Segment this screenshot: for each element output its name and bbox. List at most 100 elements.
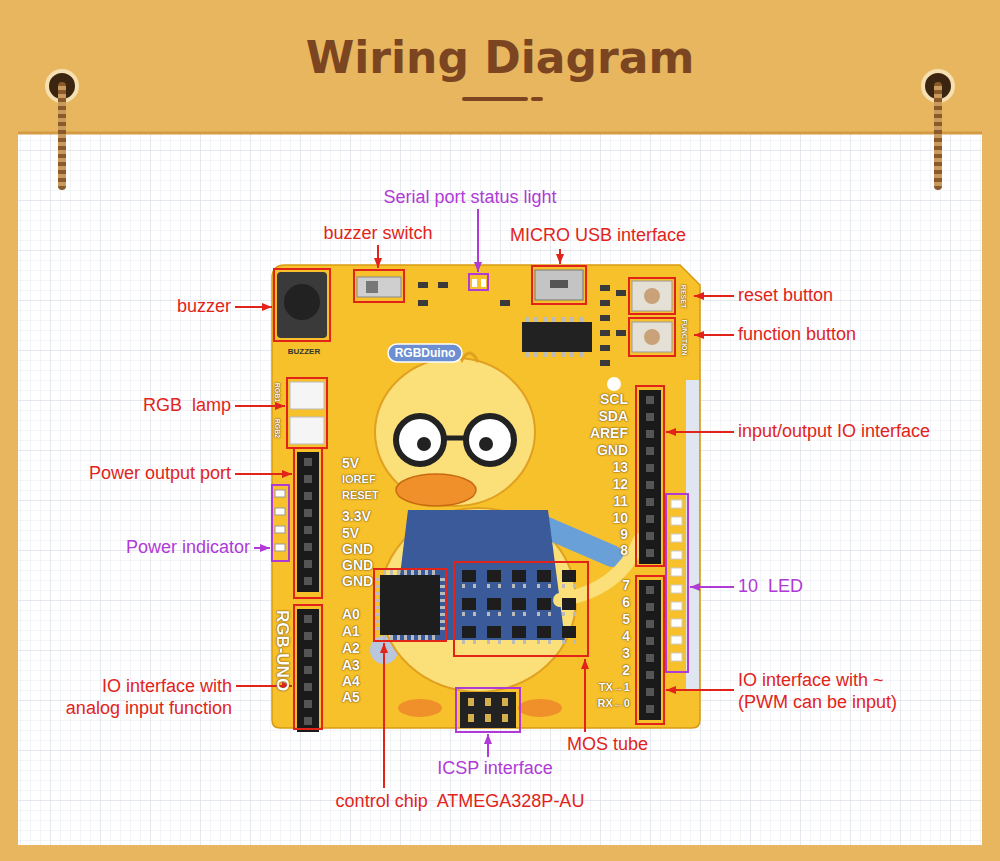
chip-pin bbox=[562, 612, 565, 616]
leader-line bbox=[584, 659, 586, 732]
mos-transistor bbox=[487, 626, 501, 638]
callout-label: Power indicator bbox=[126, 537, 250, 559]
callout-label: input/output IO interface bbox=[738, 421, 930, 443]
smd-part bbox=[600, 360, 610, 366]
callout-label: buzzer bbox=[177, 296, 231, 318]
chip-pin bbox=[440, 578, 445, 581]
chip-pin bbox=[570, 317, 574, 322]
callout-box bbox=[636, 386, 664, 566]
led bbox=[671, 619, 682, 627]
mos-transistor bbox=[462, 598, 476, 610]
led bbox=[671, 500, 682, 508]
pin-hole bbox=[646, 586, 654, 594]
pin-hole bbox=[304, 560, 312, 568]
callout-label: Power output port bbox=[89, 463, 231, 485]
pin-label: A0 bbox=[342, 607, 360, 621]
pin-hole bbox=[646, 671, 654, 679]
pin-hole bbox=[646, 620, 654, 628]
pin-hole bbox=[646, 654, 654, 662]
button-cap bbox=[644, 288, 660, 304]
chip-pin bbox=[473, 640, 476, 644]
chip-pin bbox=[397, 570, 400, 575]
brand-label: RGBDuino bbox=[395, 347, 456, 359]
chip-pin bbox=[512, 612, 515, 616]
chip-pin bbox=[537, 640, 540, 644]
pin-header bbox=[297, 609, 319, 732]
rope bbox=[58, 86, 66, 186]
callout-box bbox=[456, 688, 520, 732]
led bbox=[671, 551, 682, 559]
pin-label: 13 bbox=[612, 460, 628, 474]
silkscreen-label: FUNCTION bbox=[680, 319, 687, 355]
board bbox=[272, 265, 700, 732]
status-led bbox=[472, 279, 477, 287]
pin-label: 5V bbox=[342, 526, 359, 540]
button-body bbox=[632, 281, 672, 311]
chip-pin bbox=[523, 584, 526, 588]
pin-label: 3.3V bbox=[342, 509, 371, 523]
pin-header bbox=[639, 580, 661, 720]
diagram-title: Wiring Diagram bbox=[306, 34, 695, 82]
chip-pin bbox=[404, 635, 407, 640]
rope bbox=[934, 86, 942, 186]
button-cap bbox=[644, 329, 660, 345]
chip-pin bbox=[487, 612, 490, 616]
callout-box bbox=[294, 448, 322, 598]
callout-box bbox=[454, 562, 588, 656]
button-body bbox=[632, 322, 672, 352]
pin-header bbox=[297, 452, 319, 592]
leader-line bbox=[477, 209, 479, 272]
icsp-pin bbox=[468, 714, 474, 722]
chip-pin bbox=[537, 612, 540, 616]
leader-line bbox=[690, 586, 734, 588]
chip-pin bbox=[440, 599, 445, 602]
chip-pin bbox=[561, 317, 565, 322]
callout-box bbox=[469, 274, 488, 290]
chip-pin bbox=[498, 640, 501, 644]
pin-hole bbox=[646, 447, 654, 455]
chip-pin bbox=[440, 620, 445, 623]
chip-pin bbox=[537, 584, 540, 588]
usb-socket bbox=[550, 280, 568, 288]
chip-pin bbox=[473, 584, 476, 588]
pin-hole bbox=[646, 515, 654, 523]
pin-hole bbox=[304, 649, 312, 657]
paper-grid bbox=[18, 133, 982, 845]
mos-transistor bbox=[562, 626, 576, 638]
chip-pin bbox=[579, 317, 583, 322]
mos-transistor bbox=[537, 570, 551, 582]
chip-pin bbox=[411, 570, 414, 575]
mount-hole bbox=[607, 377, 621, 391]
chip-pin bbox=[573, 612, 576, 616]
chip-pin bbox=[534, 352, 538, 357]
chip-pin bbox=[375, 599, 380, 602]
chip-pin bbox=[573, 584, 576, 588]
pin-label: 5V bbox=[342, 456, 359, 470]
pin-hole bbox=[646, 637, 654, 645]
pin-label: A1 bbox=[342, 624, 360, 638]
pin-hole bbox=[304, 717, 312, 725]
pin-label: 2 bbox=[622, 663, 630, 677]
mos-transistor bbox=[512, 598, 526, 610]
callout-label: control chip ATMEGA328P-AU bbox=[336, 791, 585, 813]
mcu-chip bbox=[380, 575, 440, 635]
pin-hole bbox=[646, 464, 654, 472]
pin-hole bbox=[304, 632, 312, 640]
chip-pin bbox=[440, 613, 445, 616]
callout-label: ICSP interface bbox=[437, 758, 553, 780]
pin-hole bbox=[646, 430, 654, 438]
callout-box bbox=[666, 494, 688, 672]
chip-pin bbox=[375, 578, 380, 581]
chip-pin bbox=[404, 570, 407, 575]
chip-pin bbox=[462, 640, 465, 644]
pin-hole bbox=[646, 688, 654, 696]
smd-part bbox=[600, 330, 610, 336]
pin-label: 9 bbox=[620, 527, 628, 541]
chip-pin bbox=[383, 635, 386, 640]
chip-pin bbox=[411, 635, 414, 640]
pin-hole bbox=[304, 509, 312, 517]
pin-hole bbox=[304, 577, 312, 585]
smd-part bbox=[616, 290, 626, 296]
mos-transistor bbox=[487, 598, 501, 610]
pin-label: TX→1 bbox=[599, 682, 630, 693]
